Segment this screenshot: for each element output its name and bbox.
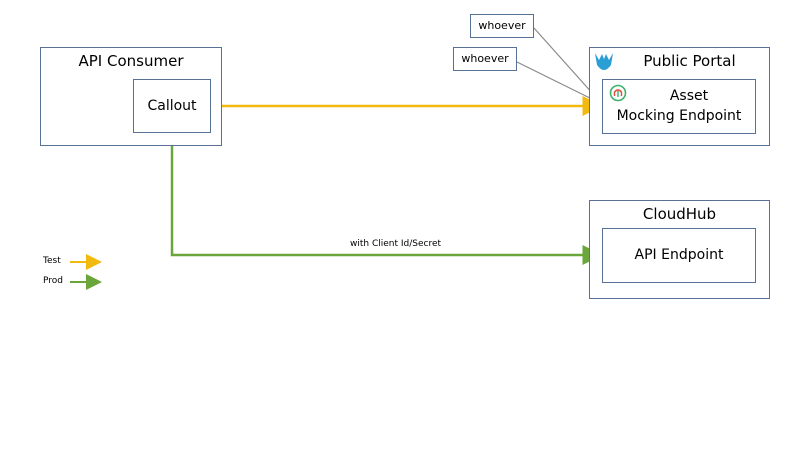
callout-note-1-text: whoever bbox=[478, 19, 526, 32]
public-portal-title: Public Portal bbox=[643, 52, 736, 70]
api-mock-icon bbox=[609, 84, 627, 102]
callout-label: Callout bbox=[147, 98, 197, 114]
api-endpoint-box: API Endpoint bbox=[602, 228, 756, 283]
mocking-endpoint-line1: Asset bbox=[669, 88, 709, 104]
callout-note-2: whoever bbox=[453, 47, 517, 71]
callout-note-2-text: whoever bbox=[461, 52, 509, 65]
edge-label-client-secret: with Client Id/Secret bbox=[350, 239, 442, 249]
mocking-endpoint-box: Asset Mocking Endpoint bbox=[602, 79, 756, 134]
api-consumer-title: API Consumer bbox=[78, 52, 184, 70]
mulesoft-logo-icon bbox=[594, 51, 614, 73]
legend-test-label: Test bbox=[43, 256, 61, 266]
mocking-endpoint-line2: Mocking Endpoint bbox=[616, 108, 742, 124]
prod-flow-arrow bbox=[170, 133, 603, 265]
callout-note-1: whoever bbox=[470, 14, 534, 38]
callout-box: Callout bbox=[133, 79, 211, 133]
cloudhub-title: CloudHub bbox=[642, 205, 717, 223]
legend-prod-label: Prod bbox=[43, 276, 63, 286]
api-endpoint-label: API Endpoint bbox=[634, 247, 724, 263]
